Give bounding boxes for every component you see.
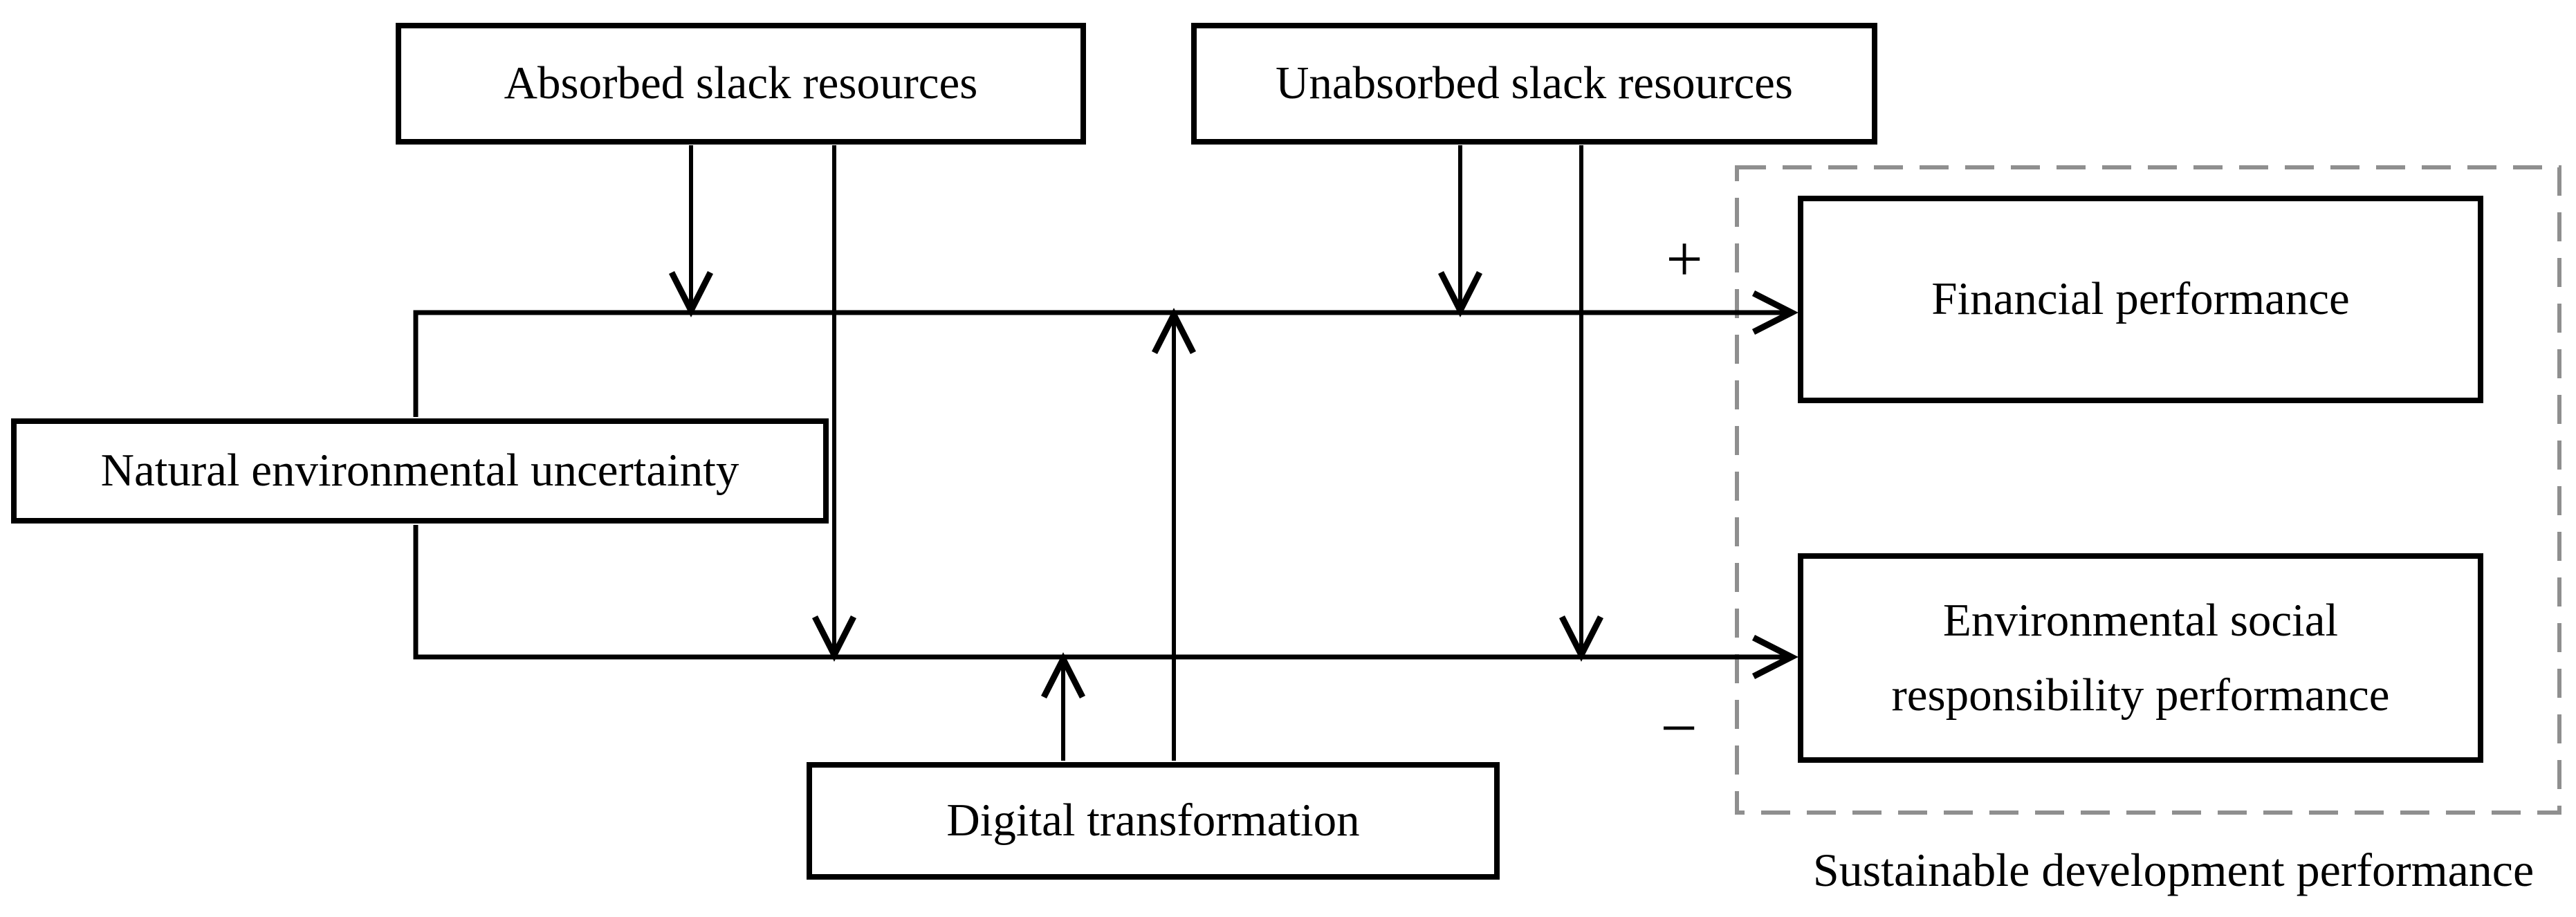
node-environmental-social-responsibility-performance: Environmental social responsibility perf… <box>1798 553 2483 763</box>
arrow-natural-to-financial <box>413 290 1798 417</box>
node-natural-environmental-uncertainty: Natural environmental uncertainty <box>11 418 829 524</box>
node-absorbed-slack-resources: Absorbed slack resources <box>396 23 1086 145</box>
node-unabsorbed-slack-resources: Unabsorbed slack resources <box>1191 23 1877 145</box>
sustainable-group-dashed-border <box>1735 165 2561 815</box>
sustainable-development-performance-label: Sustainable development performance <box>1812 844 2534 896</box>
plus-sign-label: + <box>1663 226 1706 293</box>
node-digital-transformation: Digital transformation <box>807 762 1500 880</box>
node-financial-performance: Financial performance <box>1798 196 2483 403</box>
minus-sign-label: − <box>1657 695 1700 761</box>
arrow-natural-to-esr <box>413 525 1798 680</box>
